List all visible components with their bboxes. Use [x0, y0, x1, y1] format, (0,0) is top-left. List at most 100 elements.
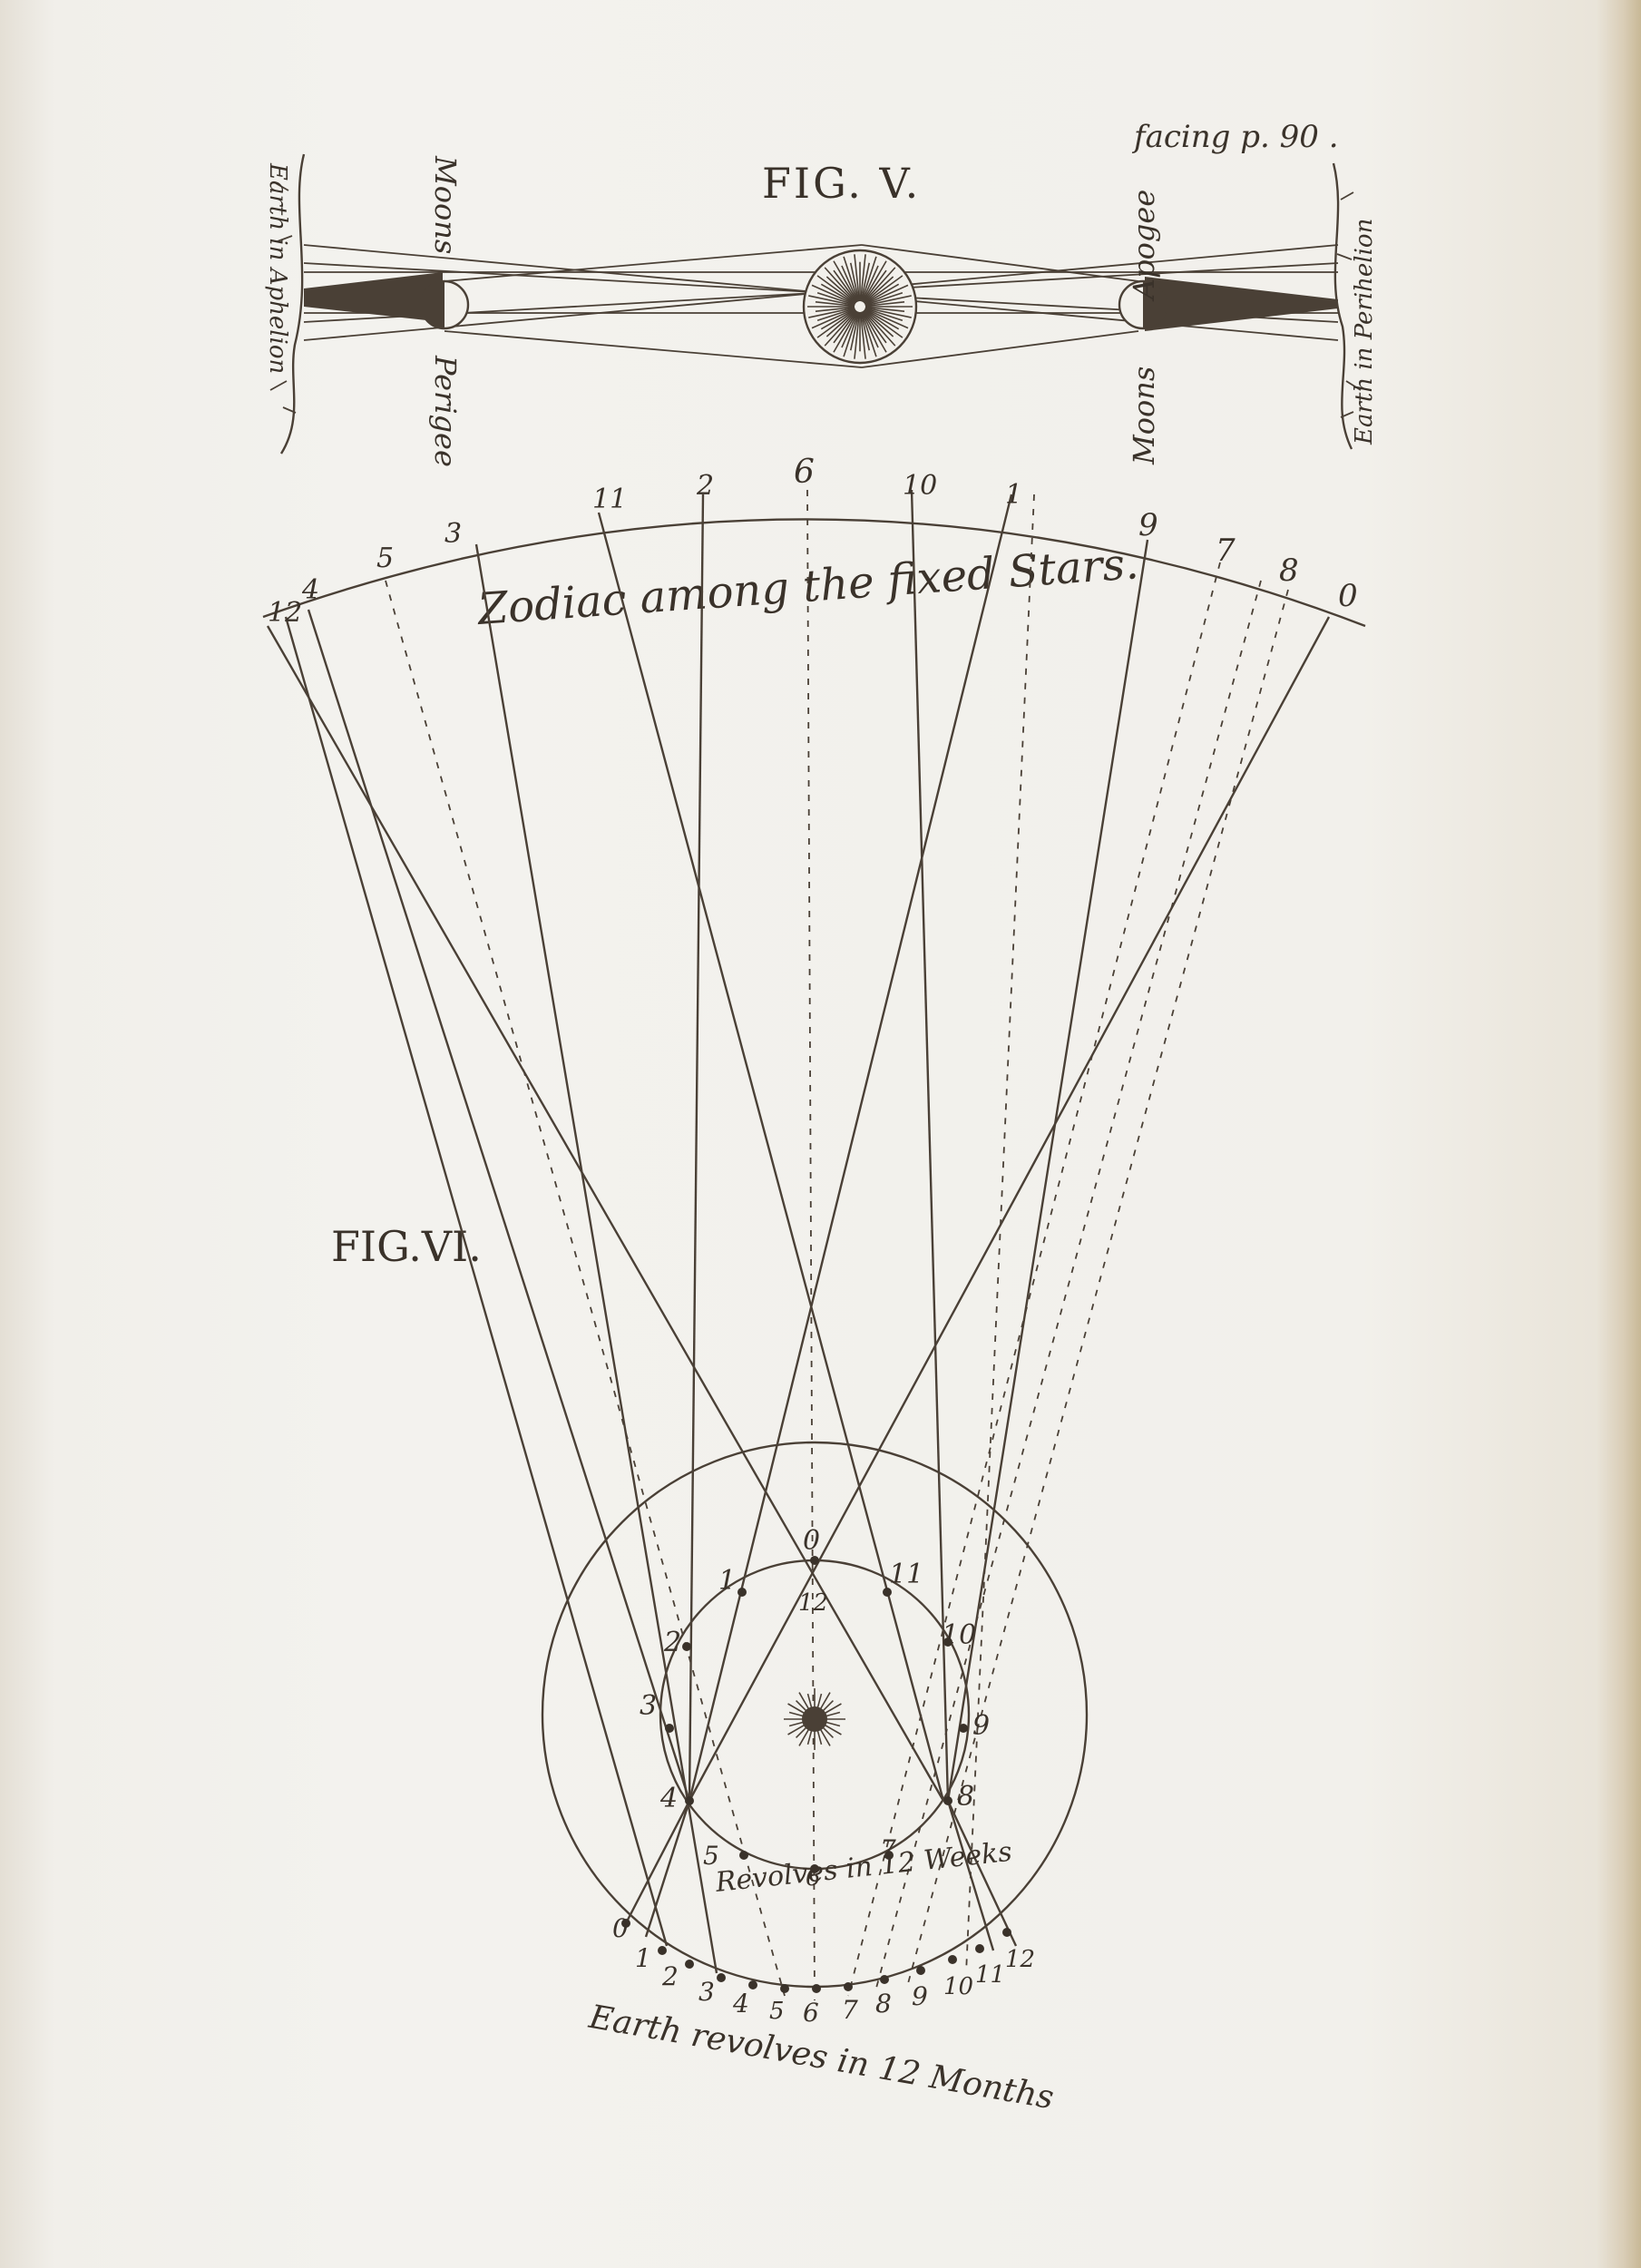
earth-orbit-number: 10 [943, 1973, 973, 2000]
sun-ray [864, 283, 900, 305]
moon-orbit-number: 5 [703, 1841, 719, 1871]
sun-ray [862, 310, 887, 344]
earth-orbit-number: 9 [912, 1981, 928, 2011]
sun-ray [864, 308, 900, 330]
sun-ray [787, 1724, 806, 1735]
zodiac-number: 0 [1338, 578, 1358, 614]
earth-orbit-number: 2 [661, 1961, 679, 1991]
earth-orbit-number: 5 [769, 1998, 785, 2025]
sun-ray [864, 308, 909, 329]
sun-ray [843, 311, 859, 357]
earth-orbit-number: 12 [1005, 1946, 1035, 1973]
page-reference: facing p. 90 . [1131, 119, 1339, 155]
sun-ray [854, 311, 861, 359]
sun-ray [843, 256, 859, 302]
moon-orbit-dots [665, 1556, 968, 1873]
zodiac-number: 4 [301, 574, 319, 606]
sun-ray [864, 295, 912, 307]
sun-ray [864, 308, 904, 321]
moon-orbit-number: 0 [803, 1525, 820, 1557]
sun-ray [811, 308, 855, 329]
sun-ray [788, 1711, 805, 1717]
central-sun-icon [784, 1688, 845, 1750]
sun-ray [864, 301, 905, 308]
sun-ray [815, 301, 855, 308]
sun-ray [823, 1703, 842, 1715]
sun-ray [798, 1727, 810, 1746]
sun-ray [864, 275, 904, 305]
moon-orbit-number: 2 [663, 1627, 681, 1658]
sun-ray [825, 276, 857, 304]
sun-ray [816, 292, 855, 306]
sun-ray [787, 1703, 806, 1715]
earth-orbit-dots [621, 1919, 1011, 1993]
moon-orbit-numbers: 0 1 11 12 2 10 3 9 4 8 7 6 5 [640, 1525, 990, 1892]
sun-ray [825, 309, 857, 337]
moon-orbit-number: 8 [957, 1781, 974, 1813]
sun-ray [861, 265, 879, 302]
sun-ray [863, 276, 894, 304]
sun-ray [806, 1693, 813, 1709]
sun-ray [863, 267, 896, 304]
sun-ray [808, 307, 855, 318]
sun-ray [795, 1725, 808, 1739]
sun-ray [864, 308, 904, 338]
sun-ray [862, 310, 887, 353]
sun-ray [863, 309, 894, 337]
sun-ray [864, 306, 905, 312]
earth-orbit-number: 8 [875, 1989, 892, 2019]
sun-ray [859, 311, 866, 359]
sun-ray [833, 310, 858, 353]
earth-orbit-numbers: 0 1 2 3 4 5 6 7 8 9 10 11 12 [612, 1913, 1035, 2028]
moon-orbit-number: 12 [798, 1589, 828, 1617]
moon-right-top-label: Apogee [1127, 190, 1161, 302]
sun-icon [802, 249, 918, 365]
zodiac-numbers: 12 4 5 3 11 2 6 10 1 9 7 8 0 [268, 454, 1358, 629]
earth-orbit-number: 3 [698, 1977, 715, 2007]
sun-ray [833, 269, 858, 303]
earth-orbit-number: 11 [975, 1961, 1005, 1989]
sun-ray [811, 284, 855, 306]
sun-ray [849, 262, 860, 302]
sun-ray [860, 311, 871, 351]
moon-perigee-icon [419, 279, 470, 330]
fig5-title: FIG. V. [762, 159, 921, 208]
sun-ray [816, 1693, 823, 1709]
earth-perihelion-icon [1145, 162, 1362, 450]
sun-ray [864, 307, 912, 318]
sun-ray [820, 308, 856, 330]
sun-ray [861, 311, 879, 348]
sun-ray [816, 308, 856, 338]
moon-orbit-number: 1 [718, 1565, 736, 1597]
earth-orbit-number: 7 [842, 1995, 858, 2025]
moon-apogee-icon [1118, 279, 1168, 330]
sun-ray [833, 310, 858, 344]
earth-aphelion-icon [269, 153, 443, 455]
zodiac-number: 8 [1279, 552, 1299, 589]
moon-orbit-number: 6 [806, 1864, 821, 1892]
zodiac-number: 7 [1216, 533, 1236, 569]
zodiac-arc [262, 518, 1366, 628]
zodiac-number: 12 [268, 597, 302, 629]
sun-ray [823, 1724, 842, 1735]
fig6-title: FIG.VI. [331, 1222, 482, 1271]
moon-orbit-number: 11 [889, 1559, 923, 1590]
earth-orbit-number: 1 [635, 1943, 651, 1973]
sun-ray [864, 292, 904, 306]
sun-ray [841, 311, 859, 348]
moon-orbit-number: 9 [972, 1710, 990, 1742]
zodiac-number: 6 [794, 454, 815, 491]
earth-orbit-number: 6 [803, 1998, 819, 2028]
zodiac-number: 5 [376, 543, 394, 574]
sun-ray [824, 309, 857, 347]
sun-ray [841, 265, 859, 302]
sun-ray [825, 1711, 841, 1717]
sun-ray [821, 1699, 835, 1713]
sun-ray [864, 284, 909, 306]
moon-orbit-number: 10 [942, 1619, 976, 1651]
moon-left-bottom-label: Perigee [428, 355, 463, 467]
moon-orbit-number: 4 [659, 1783, 678, 1814]
sun-ray [861, 311, 877, 357]
